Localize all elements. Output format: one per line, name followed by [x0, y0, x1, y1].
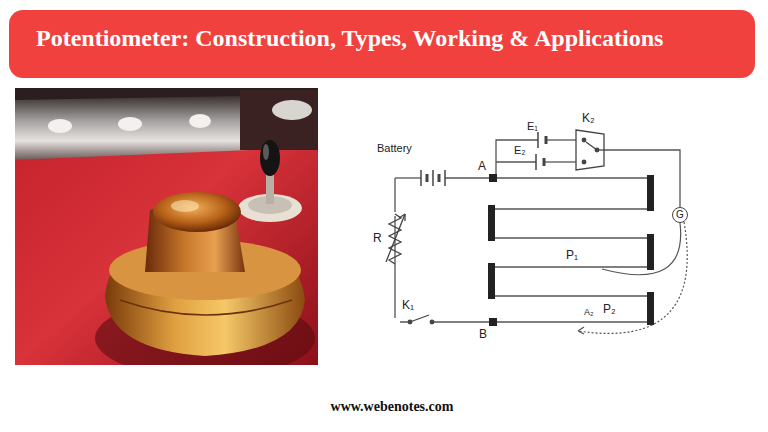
rheostat-symbol — [386, 212, 405, 264]
point-label: A₂ — [584, 307, 594, 317]
switch-key — [392, 315, 434, 326]
cell-label: E₁ — [527, 120, 538, 133]
jockey-label: P₂ — [603, 303, 616, 317]
jockey-label: P₁ — [566, 249, 578, 263]
watermark: www.webenotes.com — [331, 399, 454, 415]
wires — [395, 140, 680, 322]
title-text: Potentiometer: Construction, Types, Work… — [36, 10, 663, 78]
key-label: K₁ — [402, 299, 414, 313]
jockey-leads — [578, 222, 687, 334]
two-way-key — [576, 130, 604, 170]
terminals-bars — [488, 174, 654, 326]
cell-symbols — [421, 132, 546, 186]
key-label: K₂ — [582, 112, 595, 126]
title-banner: Potentiometer: Construction, Types, Work… — [9, 10, 755, 78]
terminal-label: A — [478, 160, 486, 174]
battery-label: Battery — [377, 142, 412, 155]
rheostat-label: R — [373, 232, 382, 246]
cell-label: E₂ — [514, 144, 526, 157]
terminal-label: B — [479, 328, 487, 342]
galvanometer-circle: G — [672, 207, 688, 223]
galvanometer-label: G — [676, 210, 684, 220]
photo-group — [15, 88, 318, 365]
